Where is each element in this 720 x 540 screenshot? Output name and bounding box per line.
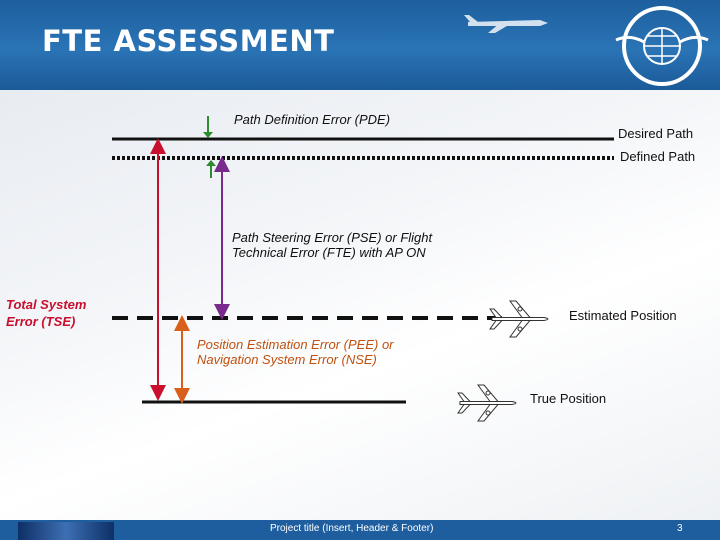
header-bar: FTE ASSESSMENT [0,0,720,90]
tse-label: Total System Error (TSE) [6,297,87,329]
true-position-label: True Position [530,391,607,406]
diagram-canvas [112,116,614,422]
header-aircraft-icon [464,15,548,33]
page-number: 3 [677,523,683,534]
header-decoration [464,6,709,86]
footer-bar: Project title (Insert, Header & Footer) … [0,520,720,540]
pse-label: Path Steering Error (PSE) or Flight Tech… [232,230,433,260]
footer-text: Project title (Insert, Header & Footer) [270,523,434,534]
estimated-position-aircraft-icon [489,300,549,338]
footer-logo [18,522,114,540]
pde-arrow-bottom [206,160,216,178]
pee-label: Position Estimation Error (PEE) or Navig… [197,337,394,367]
slide-title: FTE ASSESSMENT [42,24,335,58]
pde-arrow-top [203,116,213,138]
estimated-position-label: Estimated Position [569,308,677,323]
defined-path-label: Defined Path [620,149,696,164]
pde-label: Path Definition Error (PDE) [234,112,391,127]
desired-path-label: Desired Path [618,126,694,141]
icao-emblem-icon [615,6,709,86]
content-background [0,90,720,520]
true-position-aircraft-icon [457,384,517,422]
